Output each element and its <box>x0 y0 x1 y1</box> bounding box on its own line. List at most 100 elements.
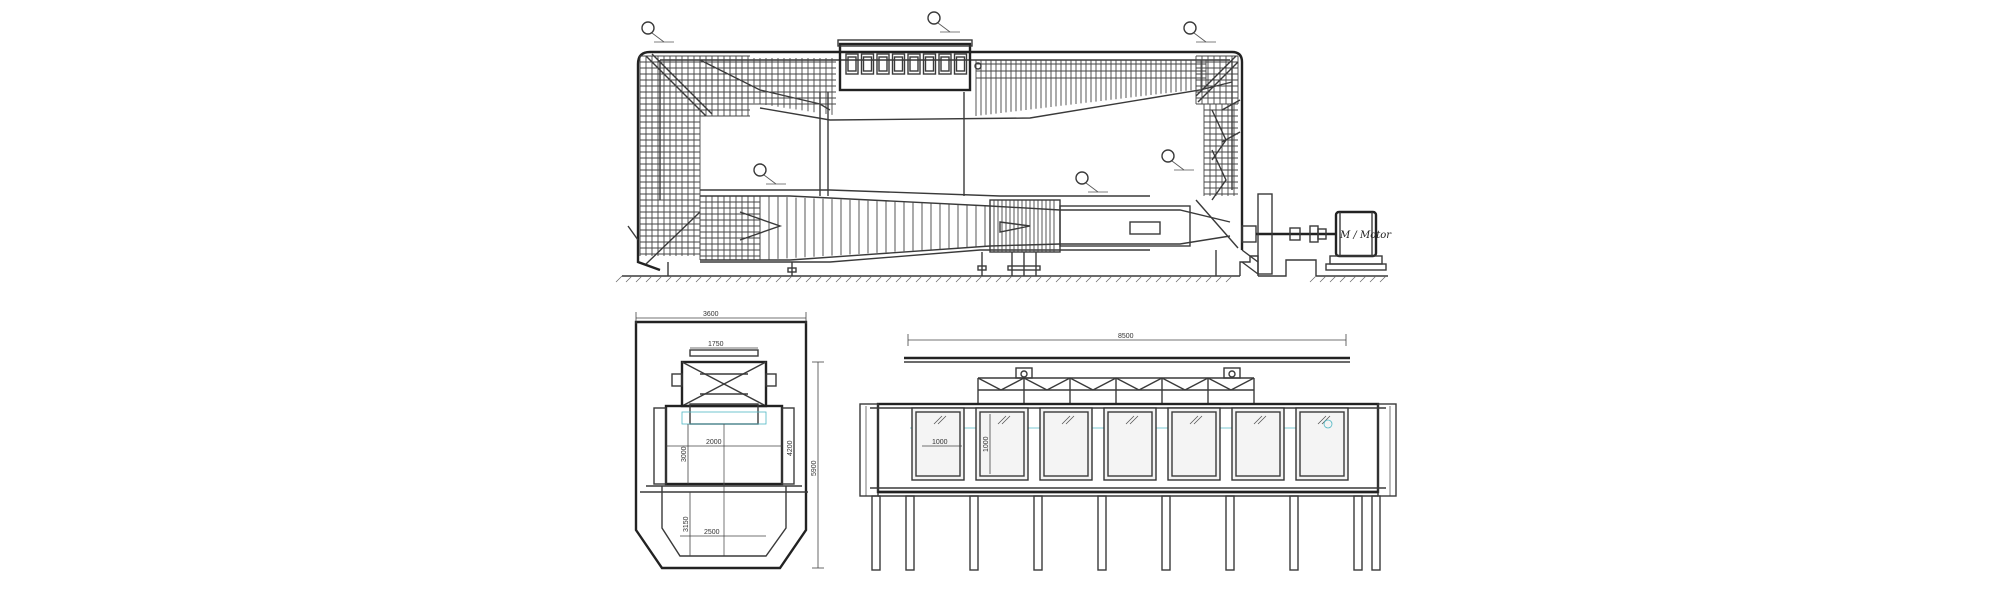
ground-hatch-line <box>995 275 1003 283</box>
window-pane <box>1043 411 1089 477</box>
truss-diagonal <box>1138 377 1163 391</box>
motor-label: M / Motor <box>1339 230 1392 241</box>
glass-mark <box>997 415 1007 425</box>
ground-hatch-line <box>945 275 953 283</box>
ground-hatch-line <box>895 275 903 283</box>
window-pane <box>878 56 888 72</box>
glass-mark <box>1001 415 1011 425</box>
glass-mark <box>1125 415 1135 425</box>
truss-diagonal <box>1161 377 1186 391</box>
window-pane <box>909 56 919 72</box>
ground-hatch-line <box>955 275 963 283</box>
dim-cross-width: 3600 <box>703 311 719 318</box>
dim-cross-height-left: 3000 <box>681 446 688 462</box>
ground-hatch-line <box>1155 275 1163 283</box>
ground-hatch-line <box>745 275 753 283</box>
window-pane <box>1235 411 1281 477</box>
ground-hatch-line <box>1125 275 1133 283</box>
ground-hatch-line <box>1195 275 1203 283</box>
ground-hatch-line <box>865 275 873 283</box>
truss-diagonal <box>1000 377 1025 391</box>
support-leg <box>1371 495 1381 571</box>
dim-side-window-height: 1000 <box>983 436 990 452</box>
hanger-bolt <box>1228 370 1236 378</box>
ground-hatch-line <box>1185 275 1193 283</box>
truss-diagonal <box>1115 377 1140 391</box>
callout-balloon <box>753 163 767 177</box>
ground-hatch-line <box>705 275 713 283</box>
callout-leader <box>651 32 665 43</box>
window-pane <box>1171 411 1217 477</box>
corner-vanes <box>627 53 1239 265</box>
window-pane <box>847 56 857 72</box>
window-frame <box>860 53 875 75</box>
window-pane <box>1299 411 1345 477</box>
callout-balloon <box>1161 149 1175 163</box>
ground-hatch-line <box>1105 275 1113 283</box>
ground-hatch-line <box>1369 275 1377 283</box>
dim-cross-top: 1750 <box>708 341 724 348</box>
ground-hatch-line <box>1215 275 1223 283</box>
truss-diagonal <box>1207 377 1232 391</box>
return-circuit <box>636 50 1244 272</box>
support-leg <box>1097 495 1107 571</box>
ground-hatch-line <box>615 275 623 283</box>
ground-hatch-line <box>645 275 653 283</box>
glass-mark <box>1253 415 1263 425</box>
callout-leader <box>1085 182 1099 193</box>
window-frame <box>845 53 859 75</box>
support-leg <box>1353 495 1363 571</box>
motor: M / Motor <box>1325 210 1392 271</box>
truss-diagonal <box>1230 377 1255 391</box>
truss-diagonal <box>1023 377 1048 391</box>
glass-mark <box>1189 415 1199 425</box>
hanger <box>1223 367 1241 379</box>
ground-hatch-line <box>825 275 833 283</box>
ground-hatch-line <box>1015 275 1023 283</box>
ground-hatch-line <box>1025 275 1033 283</box>
ground-hatch-line <box>1309 275 1317 283</box>
glass-mark <box>933 415 943 425</box>
glass-mark <box>1061 415 1071 425</box>
ground-hatch-line <box>1379 275 1387 283</box>
ground-hatch-line <box>805 275 813 283</box>
ground-hatch-line <box>1045 275 1053 283</box>
callout-leader <box>1193 32 1207 43</box>
window-pane <box>893 56 904 72</box>
callout-balloons <box>641 11 1216 193</box>
window-frame <box>922 53 937 75</box>
window-frame <box>876 53 890 75</box>
viewing-windows <box>911 407 1349 481</box>
support-leg <box>1161 495 1171 571</box>
tunnel-elevation-view: M / Motor <box>615 11 1392 283</box>
ground-hatch-line <box>735 275 743 283</box>
ground-hatch-line <box>1065 275 1073 283</box>
ground-hatch-line <box>685 275 693 283</box>
callout-balloon <box>1183 21 1197 35</box>
drive-assembly <box>1241 193 1336 275</box>
window-pane <box>924 56 935 72</box>
ground-hatch-line <box>965 275 973 283</box>
window-pane <box>1107 411 1153 477</box>
dim-side-length: 8500 <box>1118 333 1134 340</box>
callout-leader <box>763 174 777 185</box>
glass-mark <box>1257 415 1267 425</box>
ground-hatch-line <box>665 275 673 283</box>
ground-line <box>615 275 1388 283</box>
cross-section-dimensions: 3600 1750 2000 3000 4200 5900 3150 2500 <box>635 311 824 569</box>
window-pane <box>955 56 966 72</box>
ground-hatch-line <box>775 275 783 283</box>
ground-hatch-line <box>785 275 793 283</box>
support-leg <box>905 495 915 571</box>
window-pane <box>979 411 1025 477</box>
window-frame <box>1167 407 1221 481</box>
ground-hatch-line <box>1075 275 1083 283</box>
hanger <box>1015 367 1033 379</box>
ground-hatch-line <box>985 275 993 283</box>
upper-duct-grid <box>705 58 1207 116</box>
ground-hatch-line <box>935 275 943 283</box>
ground-hatch-line <box>675 275 683 283</box>
ground-hatch-line <box>1339 275 1347 283</box>
ground-hatch-line <box>1165 275 1173 283</box>
ground-hatch-line <box>905 275 913 283</box>
